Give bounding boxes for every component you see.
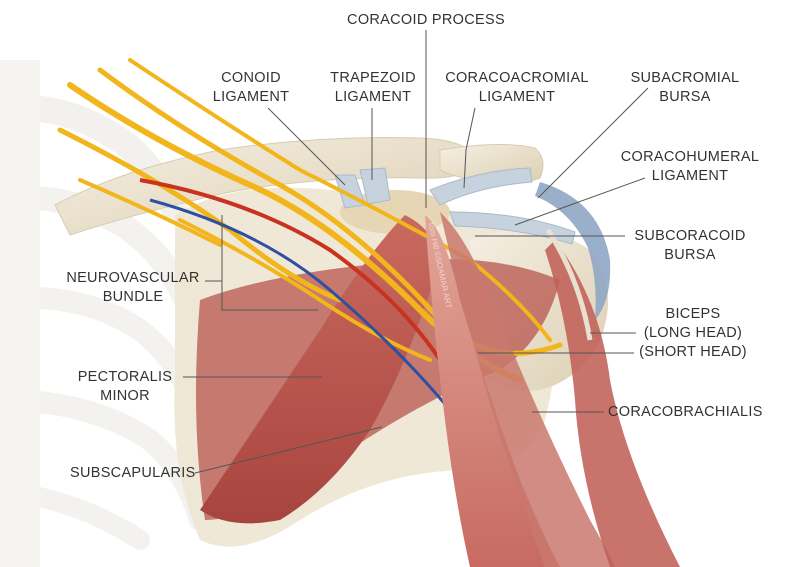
label-line: BURSA — [659, 89, 711, 105]
label-line: BUNDLE — [102, 289, 164, 305]
label-biceps: BICEPS (LONG HEAD) (SHORT HEAD) — [630, 305, 756, 362]
label-coracohumeral-ligament: CORACOHUMERAL LIGAMENT — [610, 148, 770, 186]
rib-cage — [0, 60, 211, 567]
label-line: (LONG HEAD) — [643, 325, 743, 341]
label-pectoralis-minor: PECTORALIS MINOR — [70, 368, 180, 406]
label-line: (SHORT HEAD) — [639, 344, 747, 360]
biceps-long-head-tendon — [545, 228, 593, 341]
label-line: BICEPS — [665, 306, 721, 322]
label-coracoid-process: CORACOID PROCESS — [316, 11, 536, 30]
label-conoid-ligament: CONOID LIGAMENT — [196, 69, 306, 107]
label-coracobrachialis: CORACOBRACHIALIS — [608, 403, 788, 422]
subacromial-bursa-shape — [535, 182, 611, 320]
label-line: NEUROVASCULAR — [66, 270, 200, 286]
label-line: CORACOHUMERAL — [620, 149, 760, 165]
label-line: BURSA — [664, 247, 716, 263]
leader-lines — [183, 30, 649, 474]
label-line: CORACOACROMIAL — [445, 70, 589, 86]
label-subacromial-bursa: SUBACROMIAL BURSA — [625, 69, 745, 107]
label-trapezoid-ligament: TRAPEZOID LIGAMENT — [313, 69, 433, 107]
label-line: LIGAMENT — [212, 89, 290, 105]
coracobrachialis-muscle — [425, 215, 560, 567]
label-subscapularis: SUBSCAPULARIS — [70, 464, 200, 483]
label-line: SUBSCAPULARIS — [70, 465, 196, 481]
label-line: SUBACROMIAL — [630, 70, 740, 86]
label-line: CONOID — [221, 70, 281, 86]
leader-subscapularis — [194, 426, 383, 474]
biceps-short-head-muscle — [440, 212, 615, 567]
axillary-vein — [149, 198, 452, 411]
label-line: LIGAMENT — [651, 168, 729, 184]
leader-subacromial-bursa — [537, 87, 649, 199]
leader-conoid-ligament — [267, 107, 346, 186]
label-subcoracoid-bursa: SUBCORACOID BURSA — [625, 227, 755, 265]
label-line: SUBCORACOID — [634, 228, 746, 244]
ligaments — [334, 167, 576, 245]
leader-coracohumeral-ligament — [514, 177, 646, 226]
label-neurovascular-bundle: NEUROVASCULAR BUNDLE — [58, 269, 208, 307]
label-coracoid-process-line: CORACOID PROCESS — [347, 12, 505, 28]
label-coracoacromial-ligament: CORACOACROMIAL LIGAMENT — [432, 69, 602, 107]
label-line: TRAPEZOID — [330, 70, 416, 86]
label-line: MINOR — [100, 388, 150, 404]
label-line: CORACOBRACHIALIS — [608, 404, 763, 420]
label-line: LIGAMENT — [334, 89, 412, 105]
leader-neurovascular-bundle — [205, 280, 318, 311]
biceps-long-head-muscle — [545, 240, 680, 567]
label-line: PECTORALIS — [77, 369, 173, 385]
leader-coracoacromial-ligament — [463, 107, 476, 189]
label-line: LIGAMENT — [478, 89, 556, 105]
